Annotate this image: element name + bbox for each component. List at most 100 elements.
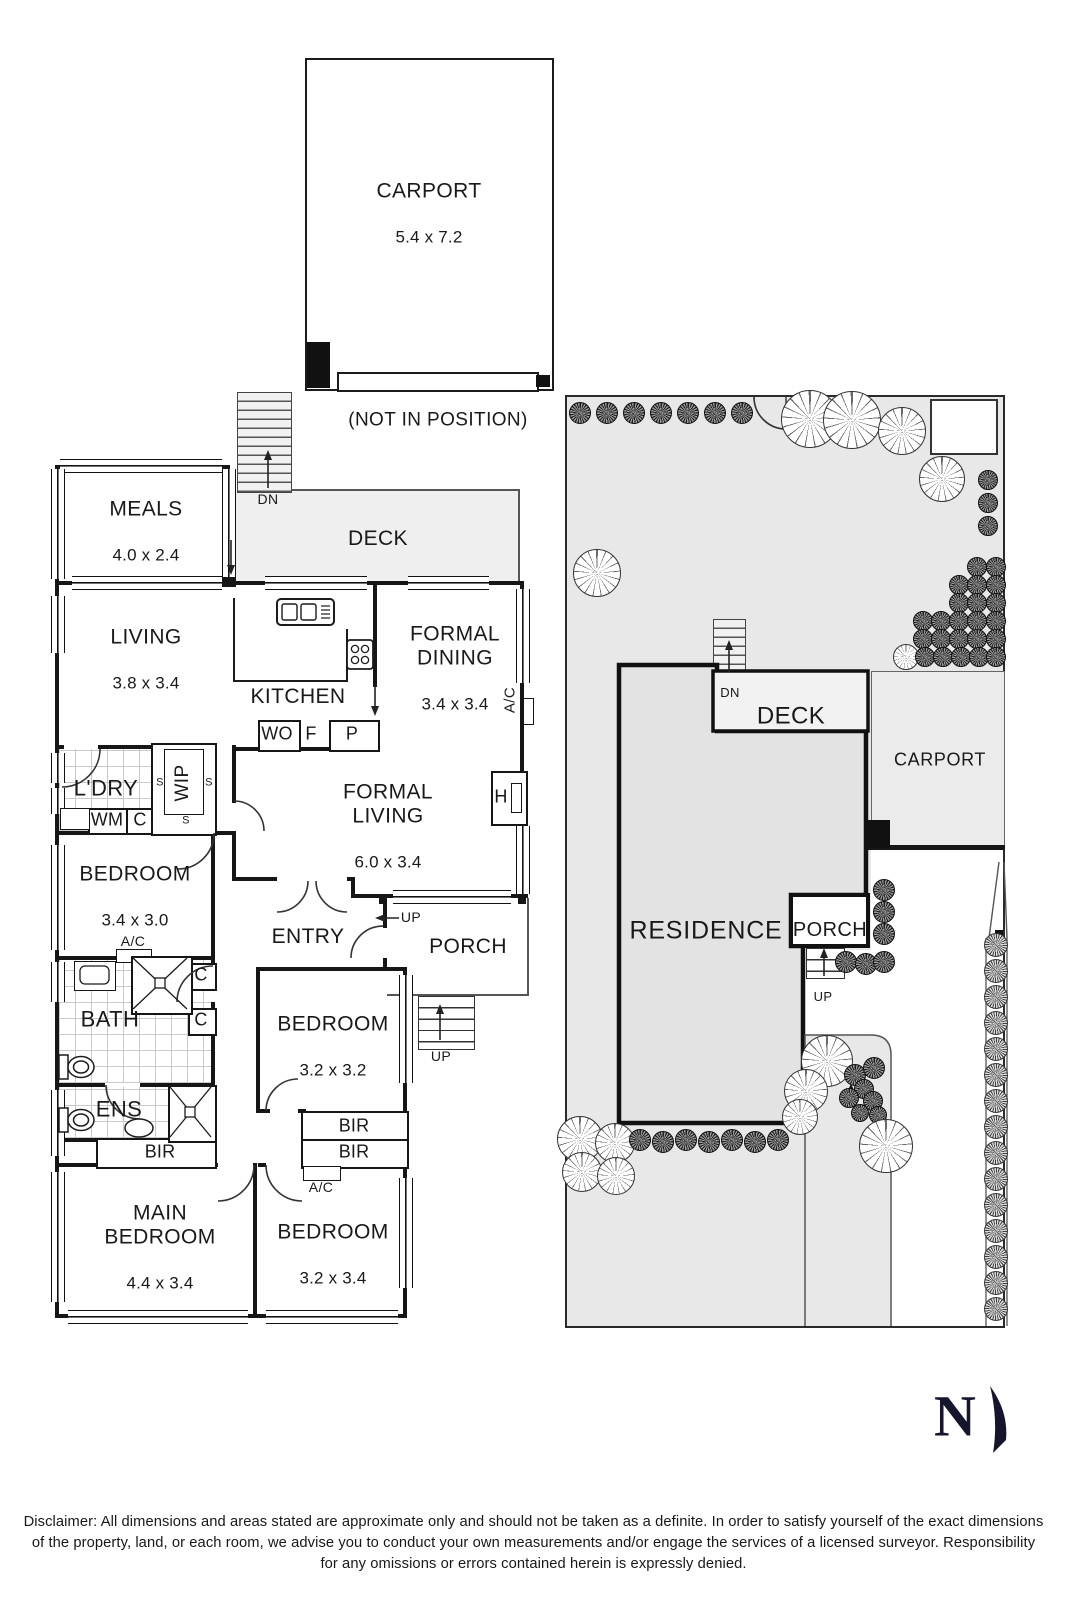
shrub-icon [949,629,969,649]
shrub-icon [913,611,933,631]
wall-mainbed-divider [253,1163,257,1318]
window-ens-left [51,1090,65,1156]
wall-entry-east-b [383,958,387,971]
room-label-living: LIVING 3.8 x 3.4 [110,625,182,693]
bir-main-box [96,1138,217,1169]
wall-bedrooms-top-b [258,1163,266,1167]
shrub-icon [863,1057,885,1079]
deck-floor [233,490,519,582]
laundry-trough-box [60,808,90,830]
bir-box-lower [301,1139,409,1169]
label-cupboard-2: C [194,1009,208,1030]
carport-post-block [307,342,330,388]
shrub-icon [704,402,726,424]
room-label-formal-living: FORMAL LIVING 6.0 x 3.4 [343,780,433,872]
label-laundry-cupboard: C [133,809,147,830]
room-label-porch: PORCH [429,935,507,959]
label-up-entry: UP [400,909,422,926]
hedge-shrub-icon [984,1219,1008,1243]
shrub-icon [675,1129,697,1151]
wall-block-porch-ne [518,894,526,904]
window-bed2-right [399,975,413,1083]
hedge-shrub-icon [984,1193,1008,1217]
window-bed3-right [399,1178,413,1288]
shrub-icon [744,1131,766,1153]
window-bath-left [51,962,65,1002]
site-carport-slab [871,671,1005,847]
deck-edge-top [292,489,519,491]
label-heater: H [494,786,508,807]
label-fridge: F [305,723,317,744]
shrub-icon [851,1104,869,1122]
room-label-bed2: BEDROOM 3.2 x 3.2 [277,1012,389,1080]
window-formal-living-right [516,826,530,894]
shrub-icon [873,951,895,973]
wall-bed2-bottom-a [256,1109,270,1113]
window-laundry-left-b [51,788,65,814]
shower-ens-box [168,1085,217,1143]
shrub-icon [629,1129,651,1151]
shrub-icon [986,575,1006,595]
deck-edge-right [518,489,520,582]
label-washing-machine: WM [90,809,124,830]
tree-icon [562,1152,602,1192]
window-dining-north [408,576,489,590]
hedge-shrub-icon [984,1037,1008,1061]
shrub-icon [967,575,987,595]
hedge-shrub-icon [984,1297,1008,1321]
wall-kitchen-dining [373,581,377,687]
label-ac-bed1: A/C [120,933,146,950]
sink-icon [276,598,335,626]
tree-icon [878,407,926,455]
shrub-icon [949,575,969,595]
carport-inset [305,58,554,391]
hedge-shrub-icon [984,1011,1008,1035]
shrub-icon [978,516,998,536]
porch-edge-bottom [387,994,529,996]
wall-entry-east-a [383,898,387,928]
hedge-shrub-icon [984,933,1008,957]
shrub-icon [873,879,895,901]
site-label-deck: DECK [756,703,826,730]
door-arc-front [350,925,384,959]
carport-note: (NOT IN POSITION) [348,409,528,430]
shrub-icon [967,557,987,577]
room-label-formal-dining: FORMAL DINING 3.4 x 3.4 [410,622,500,714]
site-label-residence: RESIDENCE [629,916,783,944]
wip-shelf-box [164,749,204,815]
site-deck-stairs [713,619,746,678]
window-mainbed-bottom [68,1310,248,1324]
shrub-icon [873,901,895,923]
wall-block-porch-nw [379,894,387,904]
shrub-icon [873,923,895,945]
label-ac-bed3: A/C [308,1179,334,1196]
wall-entry-jog [351,877,355,898]
site-label-up: UP [813,989,833,1004]
ac-unit-bed3 [303,1166,341,1181]
shrub-icon [986,611,1006,631]
heater-inner-box [511,783,522,813]
wall-formal-living-west-a [232,745,236,803]
shrub-icon [569,402,591,424]
window-meals-top [60,459,222,473]
wall-ens-bottom [55,1138,102,1142]
wall-kitchen-south [236,747,379,751]
label-ac-dining: A/C [501,686,519,714]
label-wall-oven: WO [261,723,293,744]
shrub-icon [721,1129,743,1151]
shrub-icon [698,1131,720,1153]
shrub-icon [949,593,969,613]
pantry-box [329,720,380,752]
shrub-icon [835,951,857,973]
label-wip: WIP [172,764,193,802]
room-label-bath: BATH [80,1006,140,1032]
wall-formal-living-west-b [232,831,236,881]
tree-icon [823,391,881,449]
shrub-icon [967,593,987,613]
hedge-shrub-icon [984,1089,1008,1113]
window-bed1-left [51,845,65,950]
shower-bath-box [131,956,193,1015]
shrub-icon [913,629,933,649]
window-formal-living-south [393,890,511,904]
